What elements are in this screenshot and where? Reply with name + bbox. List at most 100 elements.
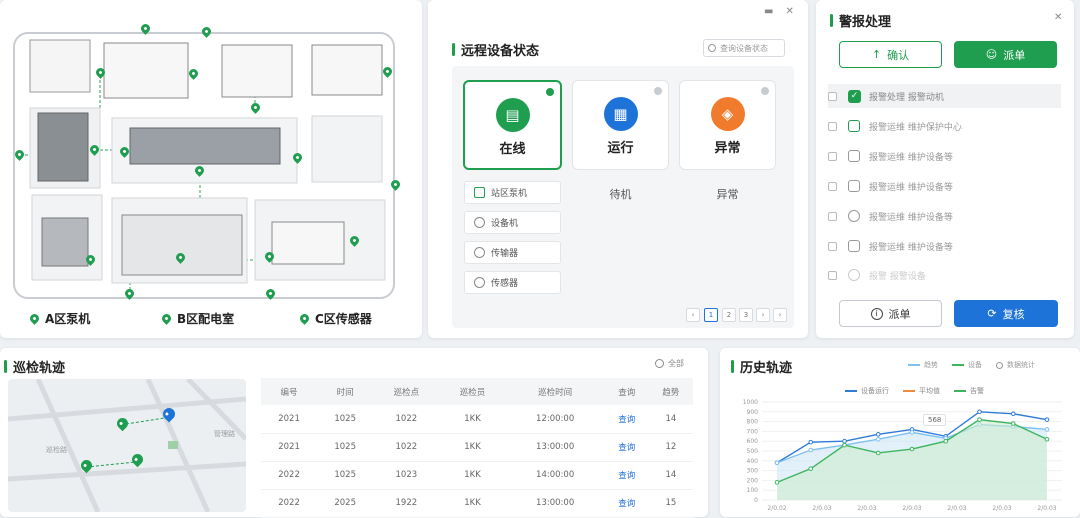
legend-swatch bbox=[908, 364, 920, 366]
alarm-row[interactable]: 报警运维 维护设备等 bbox=[828, 144, 1061, 168]
column-header[interactable]: 巡检员 bbox=[439, 378, 506, 405]
legend-label: B区配电室 bbox=[177, 312, 235, 326]
confirm-button[interactable]: ↑ 确认 bbox=[839, 41, 942, 68]
close-icon[interactable]: ✕ bbox=[1054, 12, 1063, 23]
data-point bbox=[977, 417, 982, 422]
column-header[interactable]: 查询 bbox=[604, 378, 649, 405]
column-header[interactable]: 编号 bbox=[261, 378, 318, 405]
legend-item[interactable]: 设备 bbox=[952, 360, 982, 370]
legend-item[interactable]: A区泵机 bbox=[28, 310, 162, 327]
x-tick-label: 2/0.02 bbox=[767, 505, 786, 512]
review-button[interactable]: ⟳ 复核 bbox=[954, 300, 1058, 327]
footer-dispatch-button[interactable]: i 派单 bbox=[839, 300, 942, 327]
grid-icon bbox=[848, 240, 860, 252]
panel-title: 巡检轨迹 bbox=[13, 361, 66, 376]
legend-item[interactable]: 设备运行 bbox=[845, 386, 889, 396]
wallet-icon: ▤ bbox=[495, 98, 530, 132]
legend-item[interactable]: C区传感器 bbox=[298, 310, 372, 327]
legend-swatch bbox=[845, 390, 857, 392]
legend-item[interactable]: B区配电室 bbox=[160, 310, 300, 327]
query-link[interactable]: 查询 bbox=[604, 461, 649, 490]
table-row[interactable]: 2022 1025 1023 1KK 14:00:00 查询 14 bbox=[261, 461, 693, 490]
device-icon bbox=[474, 277, 485, 288]
legend-item[interactable]: 趋势 bbox=[908, 360, 938, 370]
map-pin-icon bbox=[298, 312, 311, 325]
status-card-abnormal[interactable]: ◈ 异常 bbox=[679, 80, 776, 170]
device-list-item[interactable]: 设备机 bbox=[464, 211, 561, 234]
patrol-map[interactable]: 巡检路 管理路 bbox=[8, 379, 246, 512]
table-cell: 1022 bbox=[373, 405, 440, 434]
y-tick-label: 100 bbox=[747, 487, 759, 494]
y-tick-label: 400 bbox=[747, 458, 759, 465]
patrol-map-roads bbox=[8, 379, 246, 512]
last-page-button[interactable]: › bbox=[773, 308, 787, 322]
patrol-filter[interactable]: 全部 bbox=[655, 358, 684, 369]
device-label: 设备机 bbox=[491, 219, 519, 229]
legend-label: 趋势 bbox=[924, 361, 938, 369]
row-checkbox[interactable] bbox=[828, 270, 837, 280]
data-point bbox=[1010, 421, 1016, 426]
table-cell: 14 bbox=[648, 461, 693, 490]
y-tick-label: 800 bbox=[747, 419, 759, 426]
page-button[interactable]: 2 bbox=[722, 308, 736, 322]
close-icon[interactable]: ✕ bbox=[785, 6, 794, 17]
map-legend: A区泵机 B区配电室 C区传感器 bbox=[28, 310, 372, 327]
device-list-item[interactable]: 传感器 bbox=[464, 271, 561, 294]
legend-item[interactable]: 数据统计 bbox=[996, 360, 1035, 370]
x-tick-label: 2/0.03 bbox=[812, 505, 831, 512]
row-checkbox[interactable] bbox=[828, 181, 837, 191]
query-link[interactable]: 查询 bbox=[604, 433, 649, 462]
patrol-table: 编号 时间 巡检点 巡检员 巡检时间 查询 趋势 2021 1025 1022 … bbox=[261, 378, 693, 518]
legend-item[interactable]: 告警 bbox=[954, 386, 984, 396]
legend-label: C区传感器 bbox=[315, 312, 372, 326]
status-card-online[interactable]: ▤ 在线 bbox=[463, 80, 562, 170]
prev-page-button[interactable]: ‹ bbox=[686, 308, 700, 322]
next-page-button[interactable]: › bbox=[756, 308, 770, 322]
legend-item[interactable]: 平均值 bbox=[903, 386, 940, 396]
document-icon: ▦ bbox=[603, 97, 638, 131]
alarm-row[interactable]: 报警运维 维护保护中心 bbox=[828, 114, 1061, 138]
data-point bbox=[875, 432, 881, 437]
data-point bbox=[977, 409, 982, 415]
minimize-icon[interactable]: ▬ bbox=[764, 6, 774, 17]
page-button[interactable]: 1 bbox=[704, 308, 718, 322]
clock-icon bbox=[848, 210, 860, 222]
map-label: 管理路 bbox=[214, 430, 235, 438]
device-list-item[interactable]: 站区泵机 bbox=[464, 181, 561, 204]
row-checkbox[interactable] bbox=[828, 241, 837, 251]
device-label: 传输器 bbox=[491, 249, 519, 259]
list-icon bbox=[848, 150, 860, 162]
row-checkbox[interactable] bbox=[828, 91, 837, 101]
column-header[interactable]: 趋势 bbox=[648, 378, 693, 405]
card-dot-icon bbox=[654, 87, 662, 95]
table-row[interactable]: 2021 1025 1022 1KK 12:00:00 查询 14 bbox=[261, 405, 693, 434]
status-search-input[interactable]: 查询设备状态 bbox=[703, 39, 785, 57]
table-row[interactable]: 2022 2025 1922 1KK 13:00:00 查询 15 bbox=[261, 489, 693, 518]
query-link[interactable]: 查询 bbox=[604, 489, 649, 518]
status-card-running[interactable]: ▦ 运行 bbox=[572, 80, 669, 170]
column-header[interactable]: 巡检点 bbox=[373, 378, 440, 405]
page-button[interactable]: 3 bbox=[739, 308, 753, 322]
column-header[interactable]: 时间 bbox=[317, 378, 374, 405]
column-header[interactable]: 巡检时间 bbox=[505, 378, 605, 405]
query-link[interactable]: 查询 bbox=[604, 405, 649, 434]
alarm-row[interactable]: 报警运维 维护设备等 bbox=[828, 204, 1061, 228]
alarm-row[interactable]: 报警运维 维护设备等 bbox=[828, 234, 1061, 258]
dispatch-button[interactable]: ☺ 派单 bbox=[954, 41, 1057, 68]
device-list-item[interactable]: 传输器 bbox=[464, 241, 561, 264]
x-tick-label: 2/0.03 bbox=[947, 505, 966, 512]
alarm-row[interactable]: ✓ 报警处理 报警动机 bbox=[828, 84, 1061, 108]
alarm-row[interactable]: 报警 报警设备 bbox=[828, 263, 1061, 287]
alarm-text: 报警 报警设备 bbox=[869, 271, 926, 282]
table-cell: 2025 bbox=[317, 489, 374, 518]
alarm-row[interactable]: 报警运维 维护设备等 bbox=[828, 174, 1061, 198]
data-point bbox=[943, 438, 949, 444]
row-checkbox[interactable] bbox=[828, 121, 837, 131]
row-checkbox[interactable] bbox=[828, 211, 837, 221]
data-point bbox=[808, 439, 814, 445]
row-checkbox[interactable] bbox=[828, 151, 837, 161]
refresh-icon: ⟳ bbox=[987, 307, 997, 320]
table-row[interactable]: 2021 1025 1022 1KK 13:00:00 查询 12 bbox=[261, 433, 693, 462]
device-icon bbox=[474, 217, 485, 228]
